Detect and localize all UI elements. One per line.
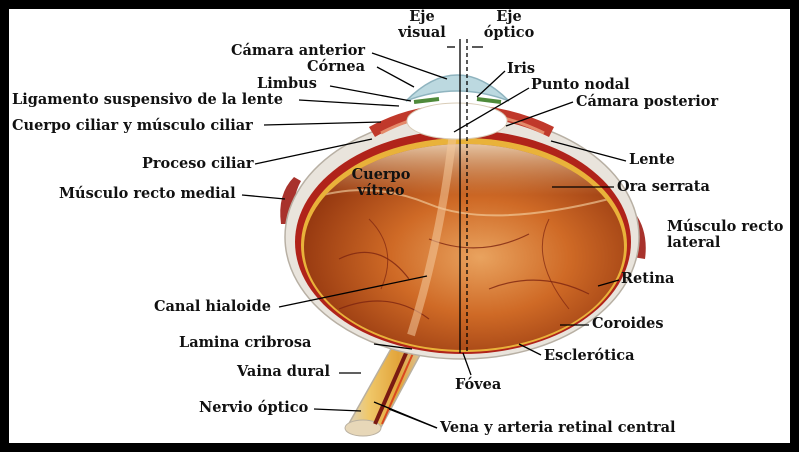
label-ligamento: Ligamento suspensivo de la lente [12, 92, 283, 108]
label-nervio-optico: Nervio óptico [199, 400, 308, 416]
diagram-frame: Eje visual Eje óptico Cámara anterior Có… [9, 9, 790, 443]
label-retina: Retina [621, 271, 674, 287]
label-cuerpo-vitreo: Cuerpo vítreo [351, 167, 411, 199]
label-vaina-dural: Vaina dural [237, 364, 330, 380]
cornea-shape [406, 75, 509, 101]
label-proceso-ciliar: Proceso ciliar [142, 156, 254, 172]
iris-shape [414, 99, 501, 102]
label-cuerpo-ciliar: Cuerpo ciliar y músculo ciliar [12, 118, 253, 134]
label-cornea: Córnea [307, 59, 365, 75]
label-camara-anterior: Cámara anterior [231, 43, 365, 59]
label-coroides: Coroides [592, 316, 664, 332]
label-eje-optico: Eje óptico [481, 9, 537, 41]
label-punto-nodal: Punto nodal [531, 77, 630, 93]
label-lente: Lente [629, 152, 675, 168]
label-musculo-recto-lateral: Músculo recto lateral [667, 219, 783, 251]
label-canal-hialoide: Canal hialoide [154, 299, 271, 315]
label-ora-serrata: Ora serrata [617, 179, 710, 195]
label-camara-posterior: Cámara posterior [576, 94, 718, 110]
label-fovea: Fóvea [455, 377, 501, 393]
label-musculo-recto-medial: Músculo recto medial [59, 186, 236, 202]
label-eje-visual: Eje visual [397, 9, 447, 41]
label-lamina-cribrosa: Lamina cribrosa [179, 335, 311, 351]
lens-shape [407, 103, 507, 139]
label-esclerotica: Esclerótica [544, 348, 635, 364]
label-vena-arteria: Vena y arteria retinal central [440, 420, 676, 436]
label-limbus: Limbus [257, 76, 317, 92]
label-iris: Iris [507, 61, 535, 77]
